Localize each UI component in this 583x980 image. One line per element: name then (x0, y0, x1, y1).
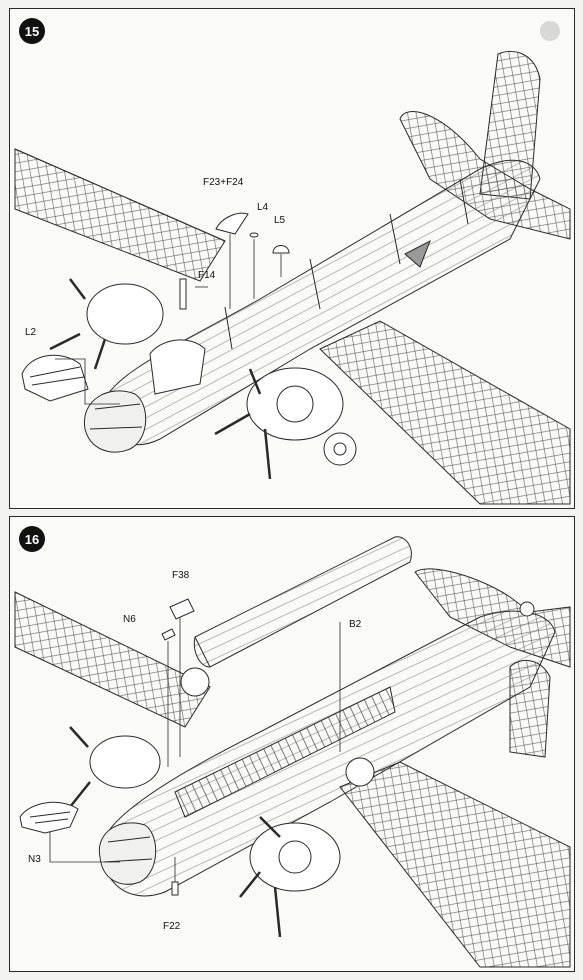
part-label-f14: F14 (198, 270, 216, 281)
part-b2-fuselage-panel (193, 536, 412, 668)
part-label-n6: N6 (123, 614, 136, 625)
part-label-l5: L5 (274, 215, 286, 226)
part-label-n3: N3 (28, 854, 41, 865)
part-label-f23-f24: F23+F24 (203, 177, 244, 188)
right-wing-structure (339, 761, 571, 968)
landing-gear-wheel (323, 432, 357, 466)
right-engine-nacelle (249, 822, 341, 892)
bomber-assembly-drawing-step-15 (14, 50, 571, 505)
part-label-f22: F22 (163, 921, 181, 932)
part-f38 (169, 598, 195, 620)
part-label-l4: L4 (257, 202, 269, 213)
left-engine-nacelle (86, 283, 164, 345)
page-corner-mark (540, 21, 560, 41)
right-landing-gear-wheel (345, 757, 375, 787)
left-propeller (69, 726, 91, 808)
nose-turret (98, 822, 157, 885)
left-landing-gear-wheel (180, 667, 210, 697)
part-l2-cowling (21, 354, 89, 402)
cockpit-canopy-frame (149, 339, 206, 395)
right-propeller (239, 816, 282, 938)
part-f14 (179, 278, 187, 310)
nose-turret (84, 390, 147, 453)
right-wing-structure (319, 320, 571, 505)
step-number-badge: 16 (19, 526, 45, 552)
part-label-f38: F38 (172, 570, 190, 581)
part-n6 (161, 628, 176, 641)
tail-wheel (519, 601, 535, 617)
part-label-b2: B2 (349, 619, 362, 630)
left-propeller (49, 278, 107, 370)
step-16-panel: 16 (9, 516, 575, 972)
step-number-badge: 15 (19, 18, 45, 44)
part-f23-f24 (215, 212, 249, 235)
part-l5 (272, 245, 290, 254)
left-wing-structure (14, 148, 226, 282)
part-label-l2: L2 (25, 327, 37, 338)
part-n3 (19, 801, 79, 834)
part-f22 (171, 881, 179, 896)
left-engine-nacelle (89, 735, 161, 789)
left-wing-structure (14, 591, 211, 728)
part-l4 (249, 232, 259, 238)
right-propeller (214, 368, 272, 480)
bomber-assembly-drawing-step-16 (14, 536, 571, 968)
right-engine-nacelle (246, 367, 344, 441)
step-15-panel: 15 (9, 8, 575, 509)
